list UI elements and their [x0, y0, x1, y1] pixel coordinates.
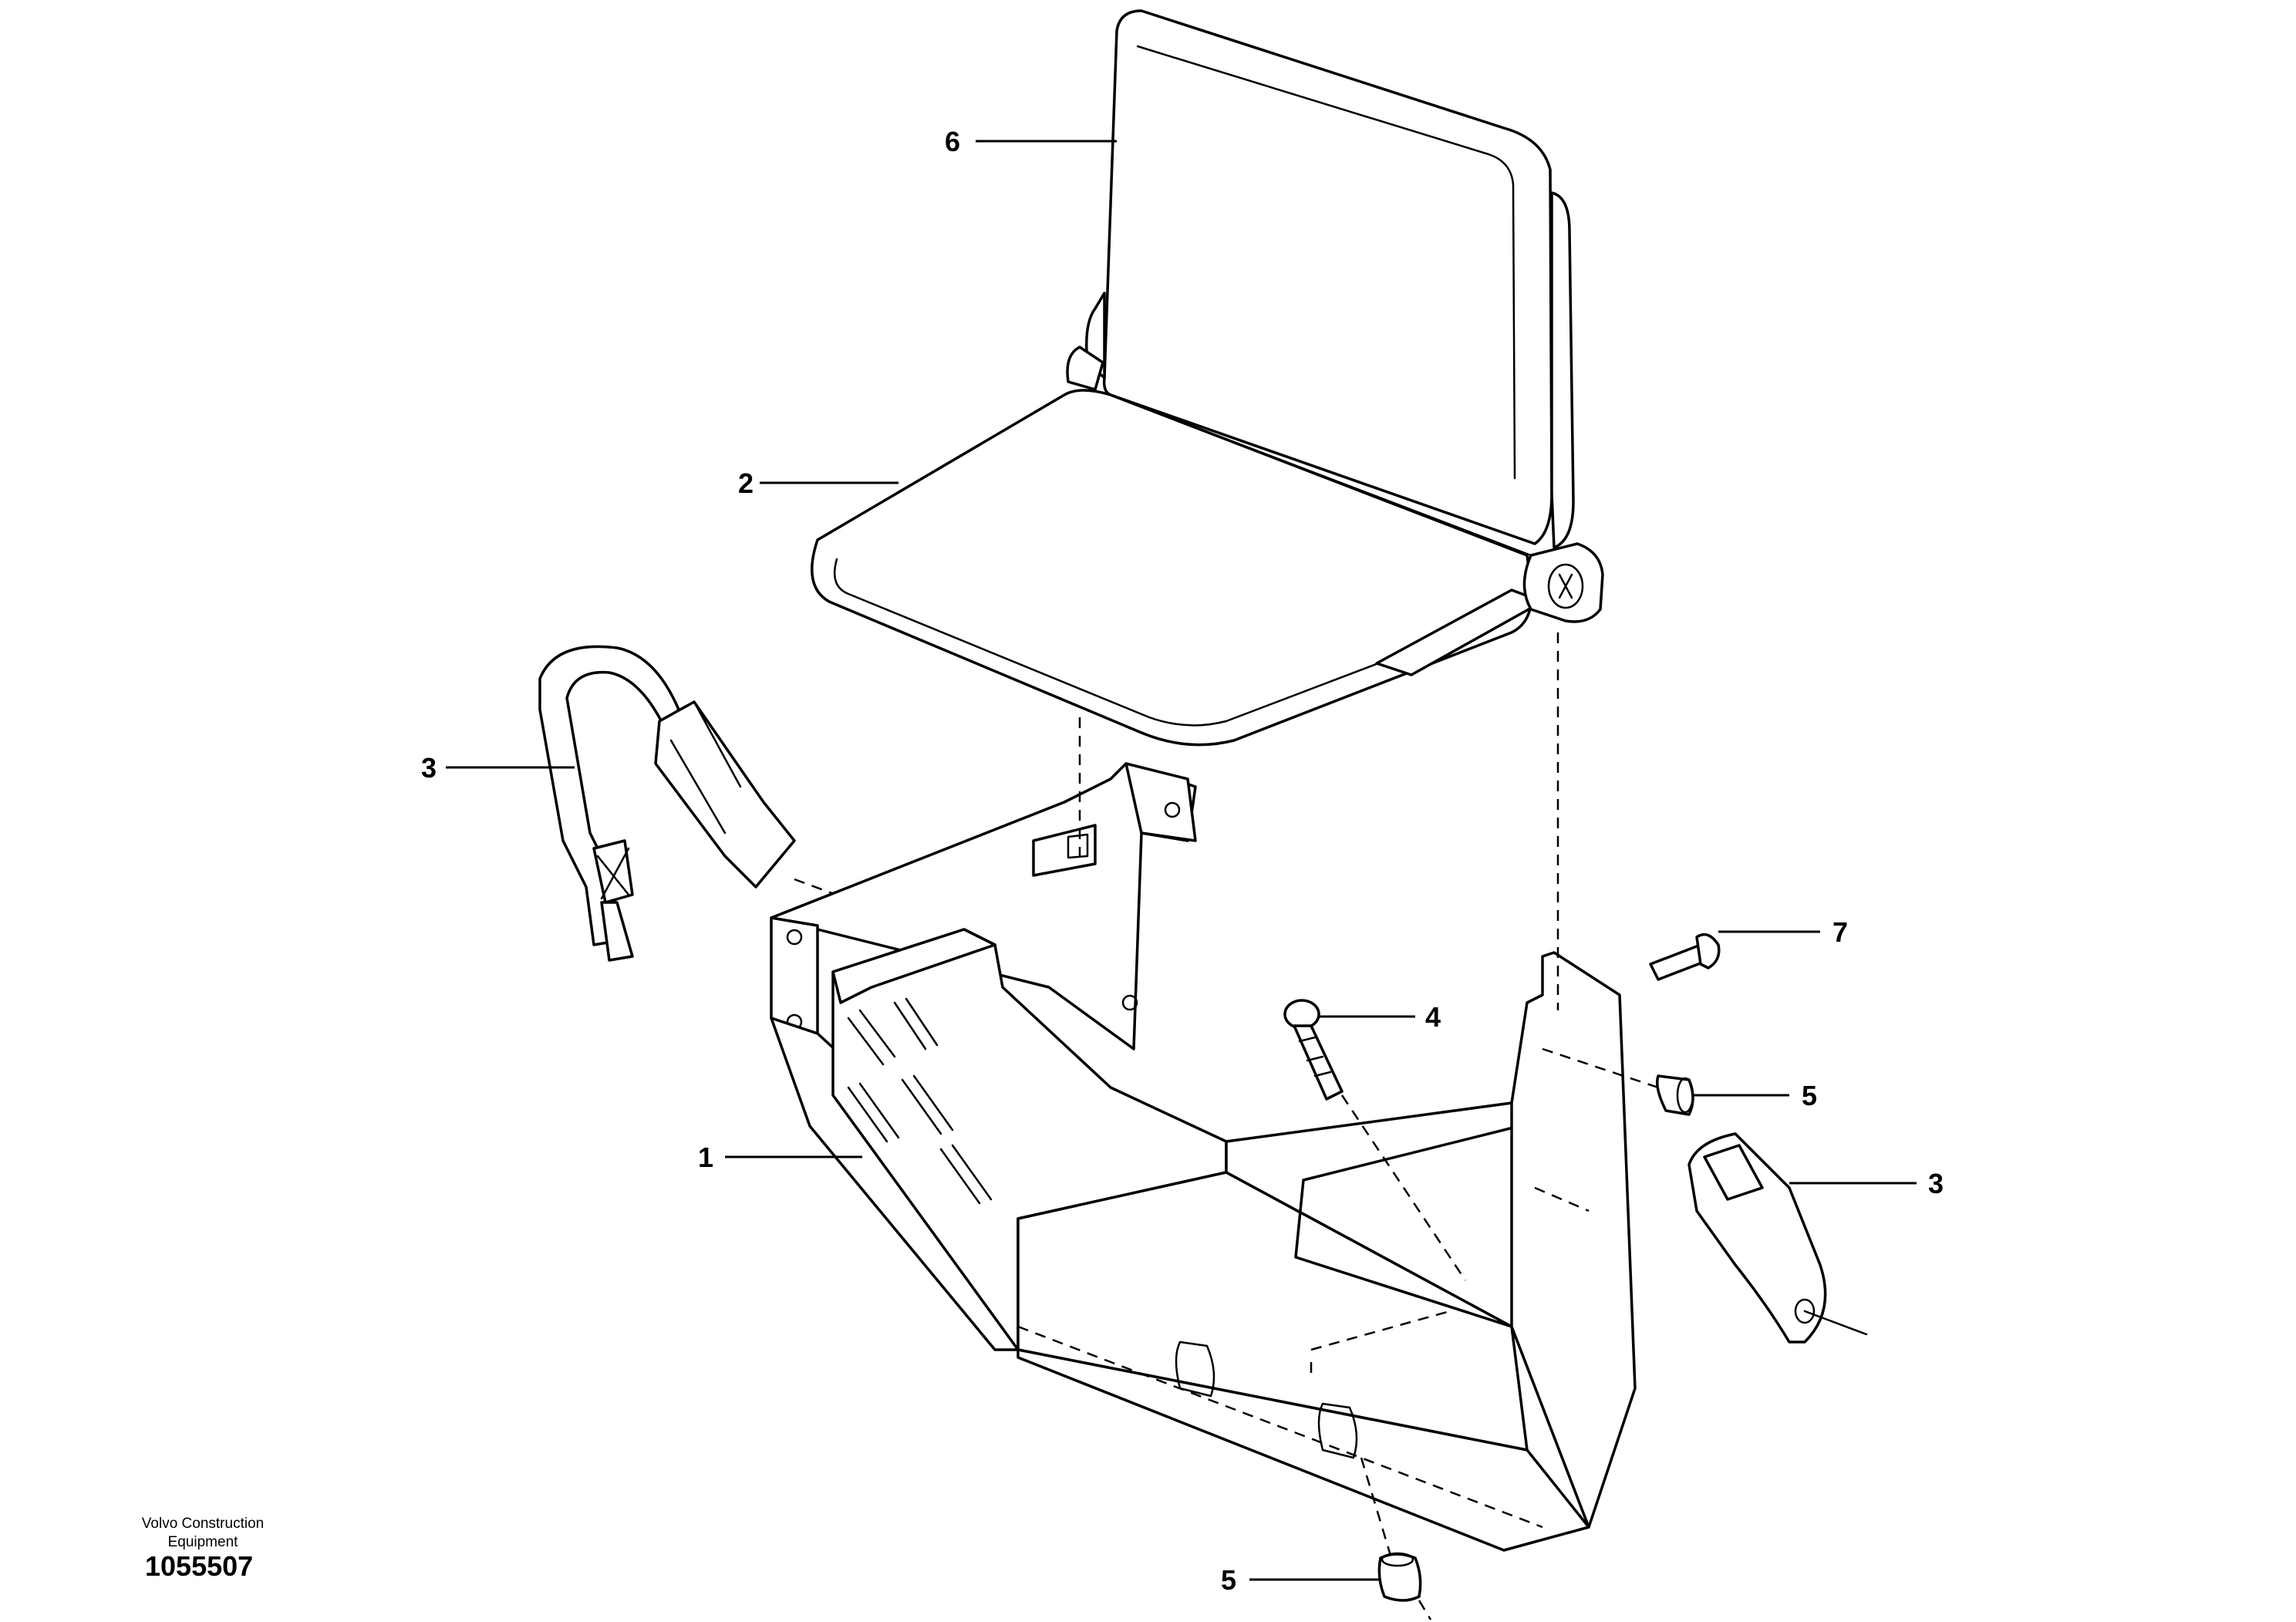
upper-mounting-bracket [770, 762, 1197, 1050]
nut-5-right [1656, 1074, 1694, 1116]
callout-7: 7 [1832, 916, 1848, 948]
support-frame [770, 916, 1637, 1552]
seat-backrest [1085, 9, 1575, 549]
callout-2: 2 [738, 467, 754, 499]
hinge-knob [1066, 346, 1604, 676]
seat-belt-buckle [1687, 1132, 1868, 1344]
drawing-number: 1055507 [145, 1550, 254, 1582]
axis-nut-5-right [1542, 1047, 1659, 1089]
axis-buckle-right [1534, 1186, 1590, 1212]
callout-5-bottom: 5 [1221, 1564, 1236, 1596]
callout-4: 4 [1425, 1001, 1441, 1033]
axis-bolt-4 [1340, 1094, 1467, 1281]
bolt-4 [1283, 999, 1344, 1101]
callout-3-left: 3 [421, 752, 437, 784]
callout-5-right: 5 [1802, 1080, 1817, 1111]
nut-5-bottom [1377, 1552, 1432, 1620]
vent-slots [847, 997, 993, 1205]
callout-1: 1 [698, 1141, 713, 1173]
callout-6: 6 [945, 126, 960, 157]
brand-caption: Volvo Construction Equipment [114, 1515, 292, 1552]
brand-line-2: Equipment [167, 1534, 238, 1550]
seat-cushion [811, 389, 1533, 747]
callout-3-right: 3 [1928, 1168, 1944, 1199]
bolt-7 [1649, 932, 1721, 981]
seat-belt-strap [538, 645, 796, 962]
brand-line-1: Volvo Construction [141, 1516, 265, 1532]
